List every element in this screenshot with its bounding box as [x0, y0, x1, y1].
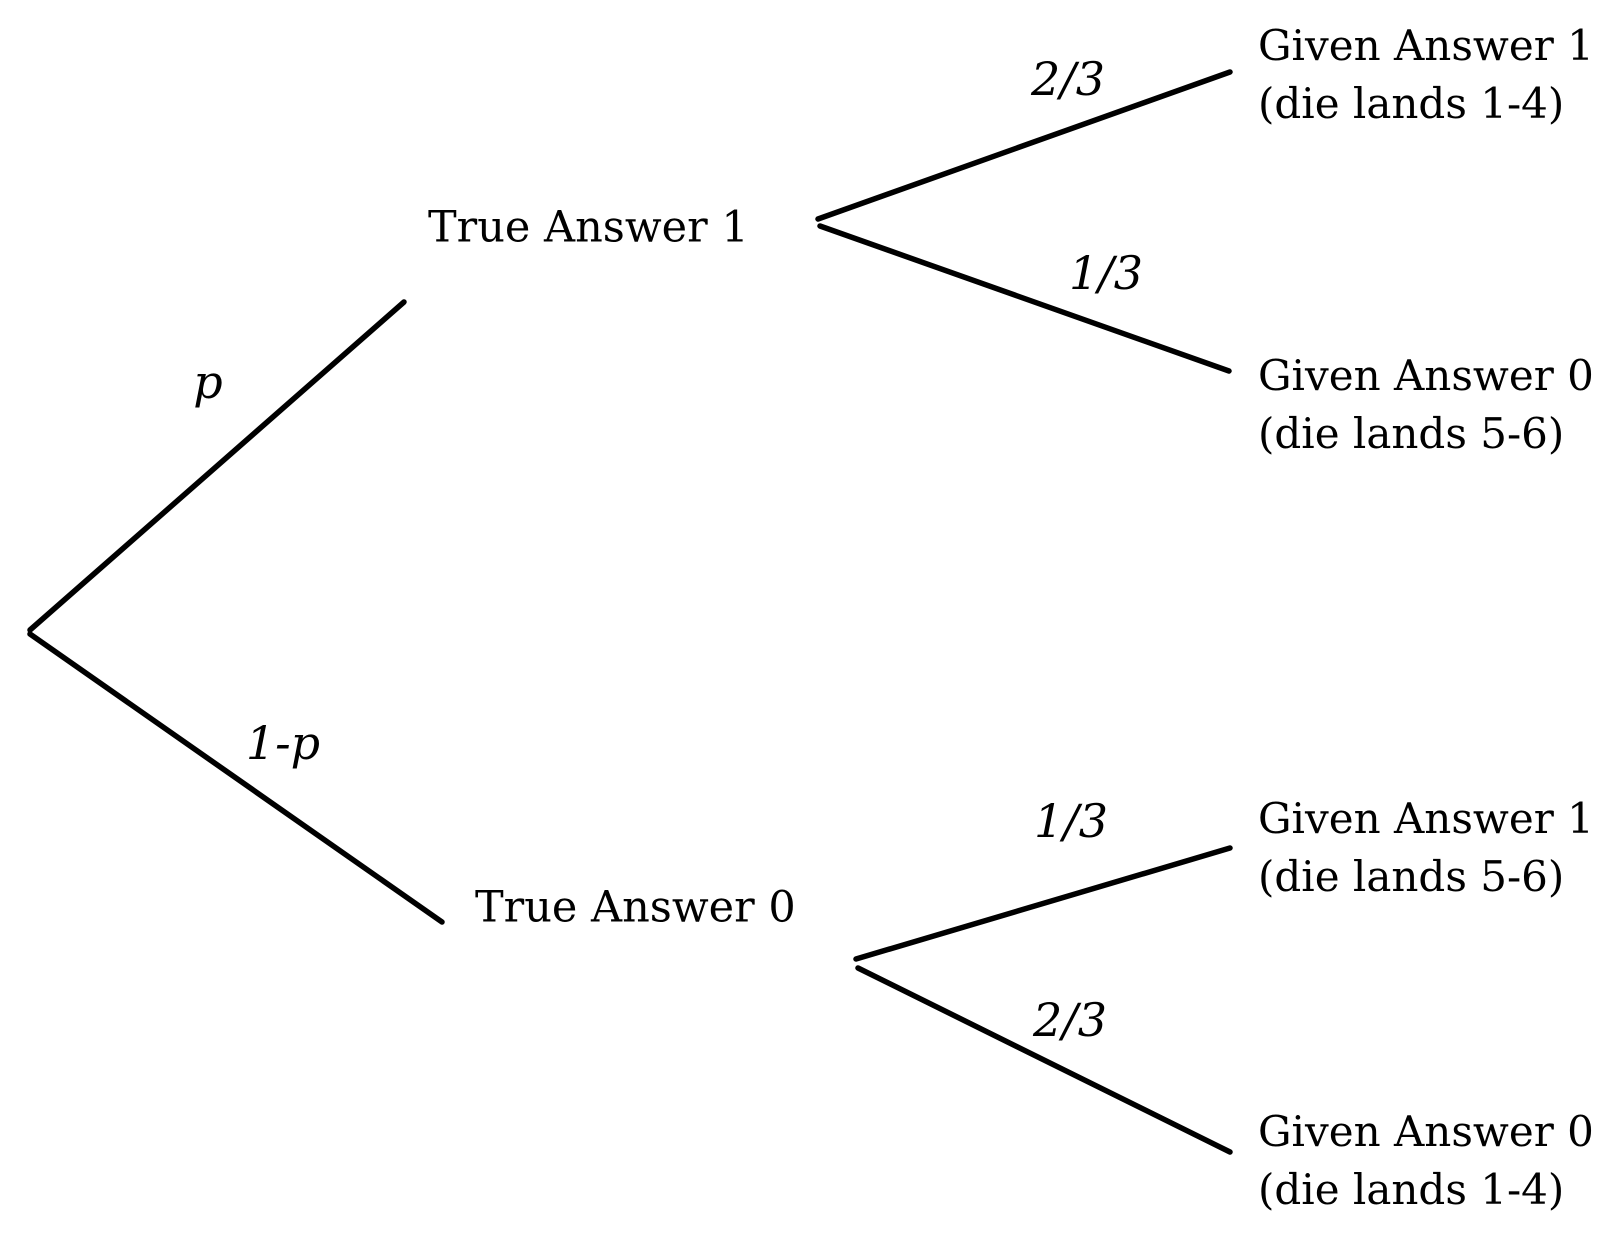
leaf-given-answer-1-die-5-6: Given Answer 1 (die lands 5-6): [1258, 790, 1594, 906]
leaf-line1: Given Answer 1: [1258, 21, 1594, 70]
edge-ta0-up-line: [853, 845, 1233, 962]
leaf-given-answer-1-die-1-4: Given Answer 1 (die lands 1-4): [1258, 17, 1594, 133]
leaf-given-answer-0-die-1-4: Given Answer 0 (die lands 1-4): [1258, 1103, 1594, 1219]
leaf-line2: (die lands 5-6): [1258, 409, 1565, 458]
leaf-line2: (die lands 5-6): [1258, 852, 1565, 901]
edge-p-line: [27, 299, 407, 633]
edge-ta1-down-line: [817, 223, 1232, 374]
leaf-line1: Given Answer 0: [1258, 351, 1594, 400]
leaf-given-answer-0-die-5-6: Given Answer 0 (die lands 5-6): [1258, 347, 1594, 463]
leaf-line2: (die lands 1-4): [1258, 79, 1565, 128]
edge-label-ta0-down: 2/3: [1032, 993, 1108, 1047]
leaf-line1: Given Answer 1: [1258, 794, 1594, 843]
edge-label-ta1-up: 2/3: [1030, 52, 1106, 106]
edge-label-p: p: [193, 355, 223, 409]
leaf-line2: (die lands 1-4): [1258, 1165, 1565, 1214]
leaf-line1: Given Answer 0: [1258, 1107, 1594, 1156]
edge-label-1-minus-p: 1-p: [245, 716, 321, 770]
edge-label-ta0-up: 1/3: [1033, 794, 1109, 848]
node-true-answer-0: True Answer 0: [475, 882, 796, 933]
edge-1-minus-p-line: [27, 631, 445, 925]
edge-ta1-up-line: [815, 69, 1233, 222]
edge-ta0-down-line: [855, 965, 1233, 1155]
node-true-answer-1: True Answer 1: [428, 202, 749, 253]
edge-label-ta1-down: 1/3: [1068, 246, 1144, 300]
